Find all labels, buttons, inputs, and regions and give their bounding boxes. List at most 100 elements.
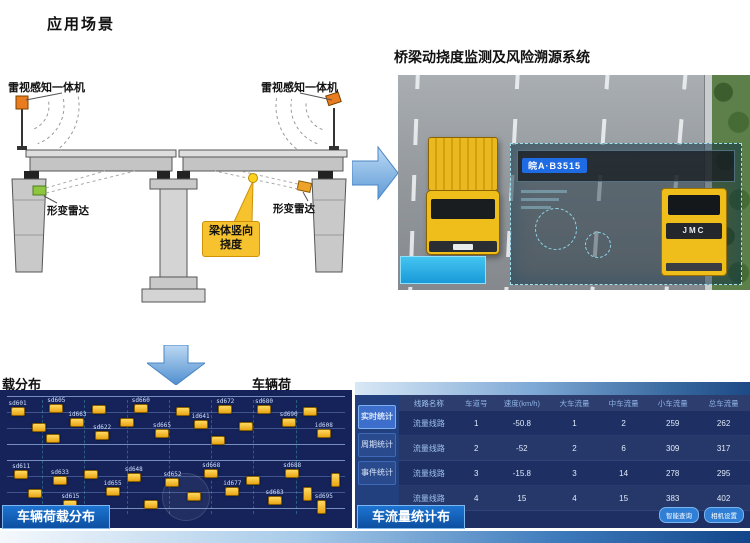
table-cell: 14 xyxy=(619,468,629,478)
radar-camera-icon xyxy=(15,95,29,110)
stats-table-header: 线路名称车道号速度(km/h)大车流量中车流量小车流量总车流量 xyxy=(399,395,750,411)
stats-action-button[interactable]: 相机设置 xyxy=(704,507,744,523)
radar-arcs-right xyxy=(275,96,323,159)
table-cell: 15 xyxy=(517,493,527,503)
radar-arcs-left xyxy=(32,96,80,159)
table-cell: 317 xyxy=(716,443,731,453)
sidebar-item[interactable]: 事件统计 xyxy=(358,461,396,485)
segment-divider xyxy=(168,400,170,514)
page-title: 应用场景 xyxy=(47,16,116,33)
segment-divider xyxy=(211,400,213,514)
road-photo: 皖A·B3515 JMC xyxy=(398,75,750,290)
table-cell: 2 xyxy=(473,443,479,453)
lane-line xyxy=(7,460,345,461)
sensor-pole-left xyxy=(15,95,29,150)
license-plate xyxy=(452,244,473,250)
stats-panel-caption: 车流量统计布 xyxy=(357,505,466,529)
vehicle-icon xyxy=(330,472,340,487)
table-cell: 278 xyxy=(666,468,680,478)
vehicle-icon xyxy=(211,435,226,445)
overlay-text-line xyxy=(521,206,551,209)
table-cell: 309 xyxy=(666,443,680,453)
plate-zoom-strip: 皖A·B3515 xyxy=(517,150,735,182)
truck-windshield xyxy=(430,199,496,219)
column-header: 大车流量 xyxy=(559,398,590,408)
vehicle-icon xyxy=(246,475,261,485)
vehicle-icon: sd633 xyxy=(51,469,69,485)
truck-bumper xyxy=(429,241,497,252)
vehicle-icon: sd622 xyxy=(93,424,111,441)
vehicle-icon: sd648 xyxy=(125,466,143,482)
table-cell: 1 xyxy=(473,418,479,428)
sensor-label-left: 雷视感知一体机 xyxy=(8,82,85,94)
vehicle-icon: sd601 xyxy=(9,400,27,416)
vehicle-icon xyxy=(28,489,43,499)
plate-badge: 皖A·B3515 xyxy=(522,158,588,173)
table-cell: 295 xyxy=(716,468,731,478)
vehicle-icon xyxy=(91,405,106,415)
truck-zoom-view: JMC xyxy=(661,188,727,276)
curb xyxy=(704,75,712,290)
table-cell: 6 xyxy=(621,443,626,453)
segment-divider xyxy=(42,400,44,514)
table-cell: 1 xyxy=(572,418,577,428)
lane-line xyxy=(7,428,345,429)
column-header: 车道号 xyxy=(464,398,488,408)
vehicle-icon: sd672 xyxy=(216,398,234,415)
right-abutment xyxy=(311,171,347,273)
vehicle-icon xyxy=(186,492,201,502)
vehicle-icon xyxy=(144,500,159,510)
deflection-callout: 梁体竖向挠度 xyxy=(202,221,260,257)
left-abutment xyxy=(11,171,47,273)
bridge-deck xyxy=(25,149,348,172)
column-header: 小车流量 xyxy=(657,398,688,408)
arrow-down-icon xyxy=(147,345,205,385)
photo-info-tag xyxy=(400,256,486,284)
table-cell: 流量线路 xyxy=(412,443,445,453)
truck-cab xyxy=(426,190,500,255)
sidebar-item[interactable]: 周期统计 xyxy=(358,433,396,457)
vehicle-icon: id677 xyxy=(223,480,241,496)
overlay-text-line xyxy=(521,190,567,193)
vehicle-icon: sd660 xyxy=(132,397,150,413)
vehicle-icon: sd668 xyxy=(202,462,220,478)
table-row[interactable]: 流量线路 2 -52 2 6 309 317 xyxy=(399,436,750,461)
table-cell: 15 xyxy=(619,493,629,503)
stats-action-button[interactable]: 智能查询 xyxy=(659,507,699,523)
segment-divider xyxy=(253,400,255,514)
vehicle-icon: sd611 xyxy=(12,463,30,480)
vehicle-icon: sd680 xyxy=(255,398,273,415)
gauge-circle-icon xyxy=(585,232,611,258)
table-cell: 4 xyxy=(473,493,479,503)
table-cell: 262 xyxy=(716,418,731,428)
slide-footer-bar xyxy=(0,531,750,543)
middle-pier xyxy=(141,171,206,303)
truck-windshield xyxy=(668,195,720,215)
deformation-radar-left xyxy=(32,170,136,196)
table-cell: 2 xyxy=(572,443,577,453)
sensor-label-right: 雷视感知一体机 xyxy=(261,82,338,94)
table-cell: -52 xyxy=(516,443,528,453)
column-header: 线路名称 xyxy=(413,398,444,408)
vehicle-icon xyxy=(84,470,99,480)
vehicle-icon xyxy=(119,417,134,427)
partial-text-vehicle: 车辆荷 xyxy=(252,377,292,392)
vehicle-icon: sd652 xyxy=(163,471,182,488)
sensor-pole-right xyxy=(325,91,342,150)
vehicle-icon: id655 xyxy=(104,480,122,496)
lane-line xyxy=(7,444,345,445)
vehicle-icon: id663 xyxy=(68,411,86,427)
radar-camera-icon xyxy=(325,91,342,107)
column-header: 速度(km/h) xyxy=(503,398,540,408)
stats-header-bar xyxy=(355,382,750,395)
vehicle-icon xyxy=(302,406,317,416)
sidebar-item[interactable]: 实时统计 xyxy=(358,405,396,429)
segment-divider xyxy=(84,400,86,514)
lane-line xyxy=(7,396,345,397)
table-cell: 259 xyxy=(666,418,680,428)
overlay-text-line xyxy=(521,198,559,201)
